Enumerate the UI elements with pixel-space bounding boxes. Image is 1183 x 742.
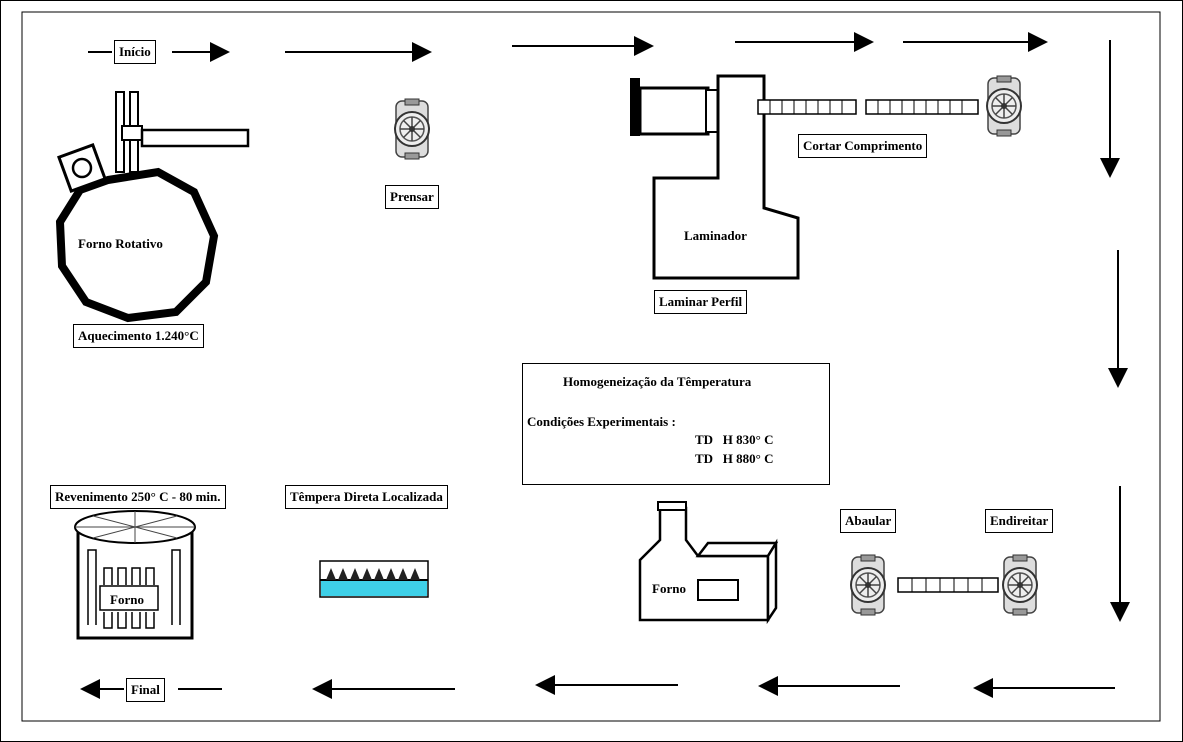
flow-arrows-top bbox=[88, 32, 1048, 62]
abaular-roller-icon bbox=[850, 554, 886, 616]
straightening-conveyor bbox=[897, 577, 999, 593]
start-label: Início bbox=[114, 40, 156, 64]
flow-arrows-right bbox=[1100, 40, 1130, 622]
homogenization-box: Homogeneização da Têmperatura Condições … bbox=[522, 363, 830, 485]
endireitar-label: Endireitar bbox=[985, 509, 1054, 533]
press-label: Prensar bbox=[385, 185, 439, 209]
cut-length-label: Cortar Comprimento bbox=[798, 134, 928, 158]
abaular-label: Abaular bbox=[840, 509, 897, 533]
press-roller-icon bbox=[394, 98, 430, 160]
homog-furnace-label: Forno bbox=[652, 581, 686, 596]
homog-condition-1: TD H 830° C bbox=[695, 432, 774, 447]
homog-condition-2: TD H 880° C bbox=[695, 451, 774, 466]
endireitar-roller-icon bbox=[1002, 554, 1038, 616]
rolling-mill-label: Laminador bbox=[684, 228, 747, 243]
quench-spray-drawing bbox=[319, 560, 429, 598]
rotary-furnace-label: Forno Rotativo bbox=[78, 236, 163, 251]
homog-furnace-drawing bbox=[638, 501, 779, 625]
end-label: Final bbox=[126, 678, 165, 702]
tempering-furnace-drawing bbox=[74, 510, 196, 640]
homog-conditions: Condições Experimentais : bbox=[527, 414, 676, 429]
cutting-roller-icon bbox=[986, 75, 1022, 137]
heating-label: Aquecimento 1.240°C bbox=[73, 324, 204, 348]
rolling-mill-drawing bbox=[630, 74, 979, 280]
homog-title: Homogeneização da Têmperatura bbox=[563, 374, 752, 389]
tempering-furnace-label: Forno bbox=[110, 592, 144, 607]
quench-label: Têmpera Direta Localizada bbox=[285, 485, 448, 509]
roll-profile-label: Laminar Perfil bbox=[654, 290, 748, 314]
tempering-label: Revenimento 250° C - 80 min. bbox=[50, 485, 226, 509]
flow-arrows-bottom bbox=[80, 675, 1115, 699]
rotary-furnace-drawing bbox=[55, 91, 250, 323]
